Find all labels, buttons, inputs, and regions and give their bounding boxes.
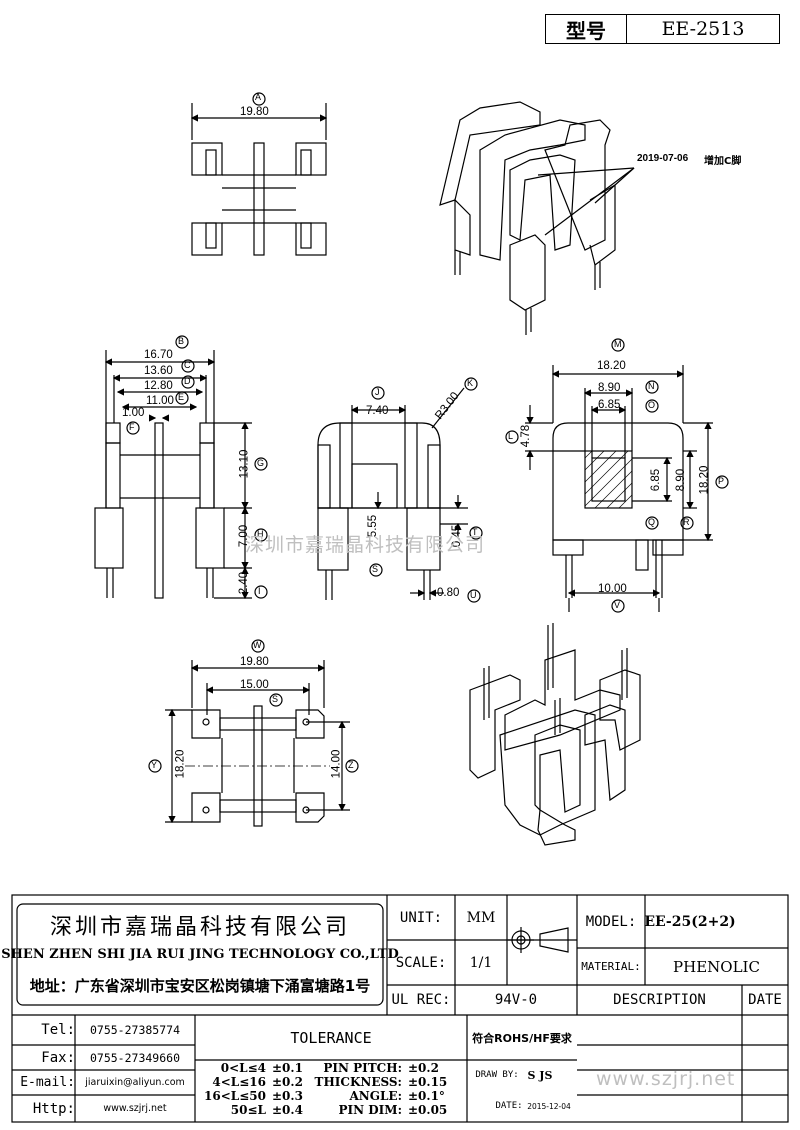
tolerance-title: TOLERANCE: [290, 1028, 372, 1047]
tolerance-ranges: 0<L≤4±0.1 4<L≤16±0.2 16<L≤50±0.3 50≤L±0.…: [198, 1061, 308, 1117]
tag-y: Y: [151, 760, 158, 770]
model-label: MODEL:: [585, 913, 637, 930]
date-field-label: DATE:: [495, 1101, 523, 1111]
draw-by-value: S JS: [527, 1068, 553, 1082]
tag-t: T: [472, 527, 478, 537]
tag-h: H: [257, 529, 264, 539]
dim-6-85-top: 6.85: [598, 399, 621, 411]
tag-d: D: [184, 376, 191, 386]
tag-c: C: [184, 360, 191, 370]
email-value: jiaruixin@aliyun.com: [85, 1077, 185, 1088]
bottom-view: [148, 639, 359, 827]
tag-g: G: [257, 458, 265, 468]
fax-label: Fax:: [41, 1049, 75, 1066]
model-header-label: 型号: [546, 15, 627, 43]
tol-param-row: ANGLE:±0.1°: [349, 1089, 445, 1103]
tag-e: E: [178, 392, 185, 402]
rohs-note: 符合ROHS/HF要求: [472, 1031, 572, 1045]
top-view: [190, 92, 328, 256]
dim-12-80: 12.80: [144, 380, 173, 392]
tag-m: M: [614, 339, 622, 349]
company-name-cn: 深圳市嘉瑞晶科技有限公司: [49, 915, 350, 940]
tolerance-params: PIN PITCH:±0.2 THICKNESS:±0.15 ANGLE:±0.…: [310, 1061, 466, 1117]
ul-label: UL REC:: [391, 992, 451, 1008]
front-view: [317, 377, 483, 603]
iso-view-bottom: [469, 623, 641, 846]
fax-value: 0755-27349660: [89, 1050, 180, 1065]
tag-l: L: [508, 431, 514, 441]
unit-label: UNIT:: [399, 909, 443, 926]
dim-0-80: 0.80: [437, 587, 460, 599]
dim-15-00: 15.00: [240, 679, 269, 691]
tag-n: N: [648, 381, 655, 391]
dim-18-20-top: 18.20: [597, 360, 626, 372]
company-name-en: SHEN ZHEN SHI JIA RUI JING TECHNOLOGY CO…: [1, 946, 399, 962]
tag-s1: S: [372, 564, 379, 574]
dim-16-70: 16.70: [144, 349, 173, 361]
tag-v: V: [614, 600, 621, 610]
material-label: MATERIAL:: [581, 960, 641, 973]
tag-i: I: [258, 586, 261, 596]
scale-label: SCALE:: [395, 954, 447, 971]
right-view: [505, 338, 729, 613]
dim-11-00: 11.00: [146, 395, 174, 407]
material-value: PHENOLIC: [673, 957, 760, 976]
email-label: E-mail:: [20, 1075, 75, 1090]
annotation-note: 增加C脚: [704, 156, 742, 167]
scale-value: 1/1: [469, 954, 493, 971]
dim-1-00: 1.00: [122, 407, 145, 419]
tol-param-row: THICKNESS:±0.15: [314, 1075, 448, 1089]
draw-by-label: DRAW BY:: [475, 1070, 519, 1080]
tol-param-row: PIN DIM:±0.05: [338, 1103, 448, 1117]
http-label: Http:: [32, 1100, 75, 1117]
tel-label: Tel:: [41, 1022, 75, 1038]
unit-value: MM: [466, 909, 496, 926]
description-label: DESCRIPTION: [613, 992, 706, 1008]
tag-w: W: [253, 640, 262, 650]
tol-row: 50≤L±0.4: [230, 1103, 303, 1117]
tag-k: K: [467, 378, 474, 388]
iso-view-top: [439, 101, 635, 335]
tag-u: U: [470, 590, 477, 600]
dim-19-80-bottom: 19.80: [240, 656, 269, 668]
tag-q: Q: [648, 517, 656, 527]
tag-r: R: [683, 517, 690, 527]
http-value: www.szjrj.net: [103, 1103, 167, 1114]
projection-symbol: [507, 925, 577, 955]
tol-row: 0<L≤4±0.1: [220, 1061, 303, 1075]
tag-p: P: [718, 476, 725, 486]
tag-j: J: [375, 387, 380, 397]
dim-8-90-top: 8.90: [598, 382, 621, 394]
tol-param-row: PIN PITCH:±0.2: [323, 1061, 439, 1075]
tel-value: 0755-27385774: [89, 1023, 180, 1037]
dim-10-00: 10.00: [598, 583, 627, 595]
model-value: EE-25(2+2): [644, 913, 736, 930]
tag-s2: S: [272, 694, 279, 704]
dim-7-40: 7.40: [366, 405, 389, 417]
date-label: DATE: [748, 992, 782, 1008]
dim-13-60: 13.60: [144, 365, 173, 377]
tag-o: O: [648, 400, 656, 410]
annotation-date: 2019-07-06: [637, 153, 689, 164]
side-view: [94, 335, 268, 600]
company-address: 地址：广东省深圳市宝安区松岗镇塘下涌富塘路1号: [29, 976, 371, 995]
watermark-company: 深圳市嘉瑞晶科技有限公司: [245, 534, 486, 556]
model-header-box: 型号 EE-2513: [545, 14, 780, 44]
tol-row: 4<L≤16±0.2: [212, 1075, 303, 1089]
tag-f: F: [129, 422, 135, 432]
dim-top-19-80: 19.80: [240, 106, 269, 118]
ul-value: 94V-0: [494, 992, 538, 1008]
tag-a: A: [255, 92, 262, 102]
tag-b: B: [178, 336, 185, 346]
model-header-value: EE-2513: [661, 18, 745, 40]
date-field-value: 2015-12-04: [527, 1101, 571, 1111]
tol-row: 16<L≤50±0.3: [204, 1089, 303, 1103]
tag-z: Z: [348, 760, 354, 770]
watermark-url: www.szjrj.net: [596, 1068, 736, 1090]
